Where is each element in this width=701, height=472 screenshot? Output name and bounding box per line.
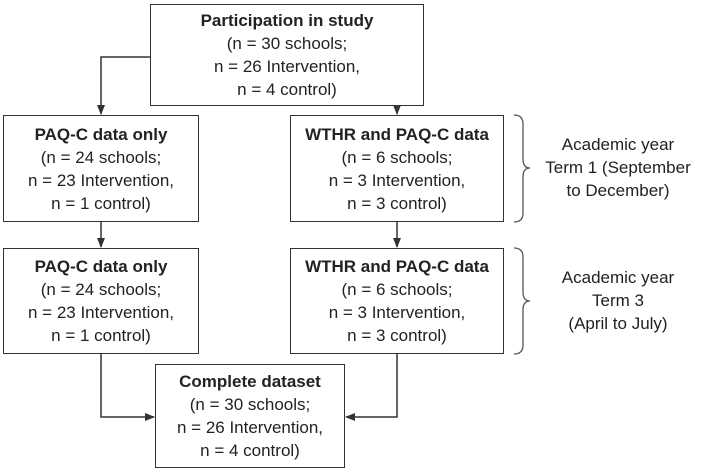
paqc-term3-box: PAQ-C data only (n = 24 schools; n = 23 …: [3, 248, 199, 354]
participation-schools: (n = 30 schools;: [226, 34, 348, 53]
wthr-term1-intervention: n = 3 Intervention,: [328, 170, 466, 190]
wthr-term3-control: n = 3 control): [347, 326, 447, 345]
wthr-term1-title: WTHR and PAQ-C data: [305, 124, 489, 144]
term3-label: Academic year Term 3 (April to July): [538, 266, 698, 335]
paqc-term3-intervention: n = 23 Intervention,: [27, 303, 175, 322]
paqc-term3-schools: (n = 24 schools;: [40, 280, 162, 299]
term1-label: Academic year Term 1 (September to Decem…: [538, 133, 698, 202]
paqc-term1-schools: (n = 24 schools;: [40, 147, 162, 167]
wthr-term3-box: WTHR and PAQ-C data (n = 6 schools; n = …: [290, 248, 504, 354]
term1-label-line2: Term 1 (September: [545, 158, 691, 177]
participation-box: Participation in study (n = 30 schools; …: [150, 4, 424, 106]
complete-intervention: n = 26 Intervention,: [176, 418, 324, 437]
participation-control: n = 4 control): [237, 80, 337, 99]
wthr-term1-box: WTHR and PAQ-C data (n = 6 schools; n = …: [290, 115, 504, 222]
term1-label-line1: Academic year: [561, 135, 675, 154]
paqc-term1-box: PAQ-C data only (n = 24 schools; n = 23 …: [3, 115, 199, 222]
term3-label-line2: Term 3: [592, 291, 644, 310]
wthr-term3-title: WTHR and PAQ-C data: [305, 257, 489, 276]
wthr-term3-schools: (n = 6 schools;: [341, 280, 453, 299]
wthr-term3-intervention: n = 3 Intervention,: [328, 303, 466, 322]
complete-schools: (n = 30 schools;: [189, 395, 311, 414]
participation-intervention: n = 26 Intervention,: [213, 57, 361, 76]
paqc-term3-title: PAQ-C data only: [34, 257, 168, 276]
connector-paqc-term3-to-complete: [100, 354, 155, 421]
bracket-term1: [513, 114, 531, 223]
paqc-term3-control: n = 1 control): [51, 326, 151, 345]
connector-wthr-term3-to-complete: [345, 354, 398, 421]
term1-label-line3: to December): [566, 181, 670, 200]
wthr-term1-control: n = 3 control): [347, 193, 447, 213]
complete-control: n = 4 control): [200, 441, 300, 460]
complete-dataset-box: Complete dataset (n = 30 schools; n = 26…: [155, 364, 345, 468]
paqc-term1-intervention: n = 23 Intervention,: [27, 170, 175, 190]
term3-label-line3: (April to July): [568, 314, 668, 333]
complete-title: Complete dataset: [179, 372, 321, 391]
term3-label-line1: Academic year: [561, 268, 675, 287]
paqc-term1-title: PAQ-C data only: [34, 124, 168, 144]
paqc-term1-control: n = 1 control): [51, 193, 151, 213]
participation-title: Participation in study: [200, 11, 374, 30]
connector-participation-to-paqc-term1: [97, 56, 150, 115]
wthr-term1-schools: (n = 6 schools;: [341, 147, 453, 167]
bracket-term3: [513, 247, 531, 355]
